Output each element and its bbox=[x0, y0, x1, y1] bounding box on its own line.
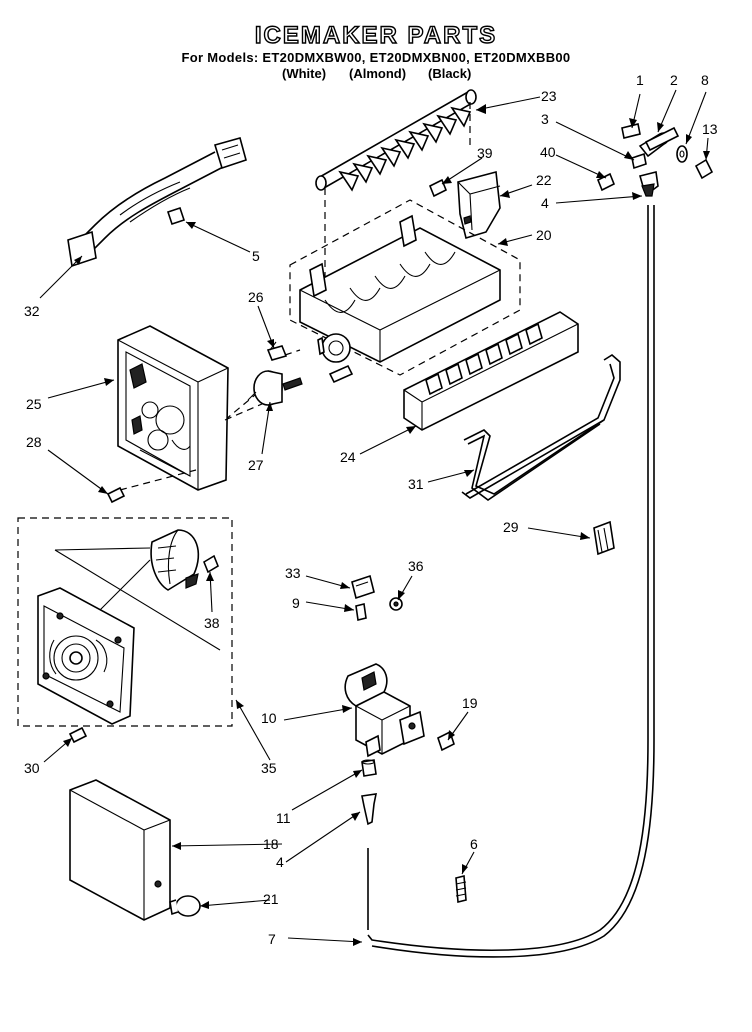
callout-19: 19 bbox=[462, 695, 478, 711]
callout-13: 13 bbox=[702, 121, 718, 137]
callout-3: 3 bbox=[541, 111, 549, 127]
wire-harness[interactable] bbox=[67, 137, 247, 268]
drive-motor[interactable] bbox=[150, 529, 200, 591]
callout-30: 30 bbox=[24, 760, 40, 776]
compression-nut[interactable] bbox=[361, 759, 377, 777]
control-knob[interactable] bbox=[169, 895, 201, 917]
tube-insert[interactable] bbox=[361, 793, 378, 826]
callout-5: 5 bbox=[252, 248, 260, 264]
callout-9: 9 bbox=[292, 595, 300, 611]
callout-4-bottom: 4 bbox=[276, 854, 284, 870]
front-cover[interactable] bbox=[69, 779, 171, 921]
fill-cup[interactable] bbox=[457, 170, 501, 240]
callout-10: 10 bbox=[261, 710, 277, 726]
water-valve[interactable] bbox=[344, 663, 425, 758]
callout-35: 35 bbox=[261, 760, 277, 776]
models-line: For Models: ET20DMXBW00, ET20DMXBN00, ET… bbox=[181, 50, 571, 65]
gear-housing[interactable] bbox=[37, 587, 135, 725]
callout-18: 18 bbox=[263, 836, 279, 852]
page-title: ICEMAKER PARTS bbox=[254, 21, 498, 49]
callout-27: 27 bbox=[248, 457, 264, 473]
ejector-shaft[interactable] bbox=[315, 89, 477, 192]
callout-31: 31 bbox=[408, 476, 424, 492]
callout-25: 25 bbox=[26, 396, 42, 412]
nut-36[interactable] bbox=[389, 597, 403, 611]
callout-11: 11 bbox=[276, 810, 291, 826]
callout-40: 40 bbox=[540, 144, 556, 160]
screw-28[interactable] bbox=[106, 486, 126, 504]
screw-38[interactable] bbox=[203, 554, 219, 574]
mold-heater[interactable] bbox=[403, 311, 579, 431]
color-almond-label: (Almond) bbox=[349, 66, 407, 81]
callout-22: 22 bbox=[536, 172, 552, 188]
callout-23: 23 bbox=[541, 88, 557, 104]
ice-mold[interactable] bbox=[289, 199, 521, 384]
callout-6: 6 bbox=[470, 836, 478, 852]
callout-38: 38 bbox=[204, 615, 220, 631]
thermostat[interactable] bbox=[247, 370, 303, 406]
tube-clip[interactable] bbox=[455, 874, 467, 904]
callout-39: 39 bbox=[477, 145, 493, 161]
callout-8: 8 bbox=[701, 72, 709, 88]
callout-24: 24 bbox=[340, 449, 356, 465]
callout-32: 32 bbox=[24, 303, 40, 319]
callout-36: 36 bbox=[408, 558, 424, 574]
callout-2: 2 bbox=[670, 72, 678, 88]
control-module[interactable] bbox=[117, 325, 229, 491]
callout-7: 7 bbox=[268, 931, 276, 947]
screw-30[interactable] bbox=[68, 726, 88, 744]
motor-kit-box bbox=[17, 517, 233, 727]
color-white-label: (White) bbox=[282, 66, 327, 81]
leader-arrowheads bbox=[63, 104, 710, 946]
callout-26: 26 bbox=[248, 289, 264, 305]
callout-4-top: 4 bbox=[541, 195, 549, 211]
callout-29: 29 bbox=[503, 519, 519, 535]
callout-28: 28 bbox=[26, 434, 42, 450]
callout-21: 21 bbox=[263, 891, 279, 907]
bracket-33[interactable] bbox=[351, 574, 375, 600]
color-black-label: (Black) bbox=[428, 66, 472, 81]
callout-20: 20 bbox=[536, 227, 552, 243]
callout-33: 33 bbox=[285, 565, 301, 581]
shutoff-arm[interactable] bbox=[463, 419, 605, 501]
screw-9[interactable] bbox=[355, 603, 367, 621]
wire-rod[interactable] bbox=[461, 354, 621, 499]
callout-1: 1 bbox=[636, 72, 644, 88]
clip-29[interactable] bbox=[593, 520, 615, 556]
